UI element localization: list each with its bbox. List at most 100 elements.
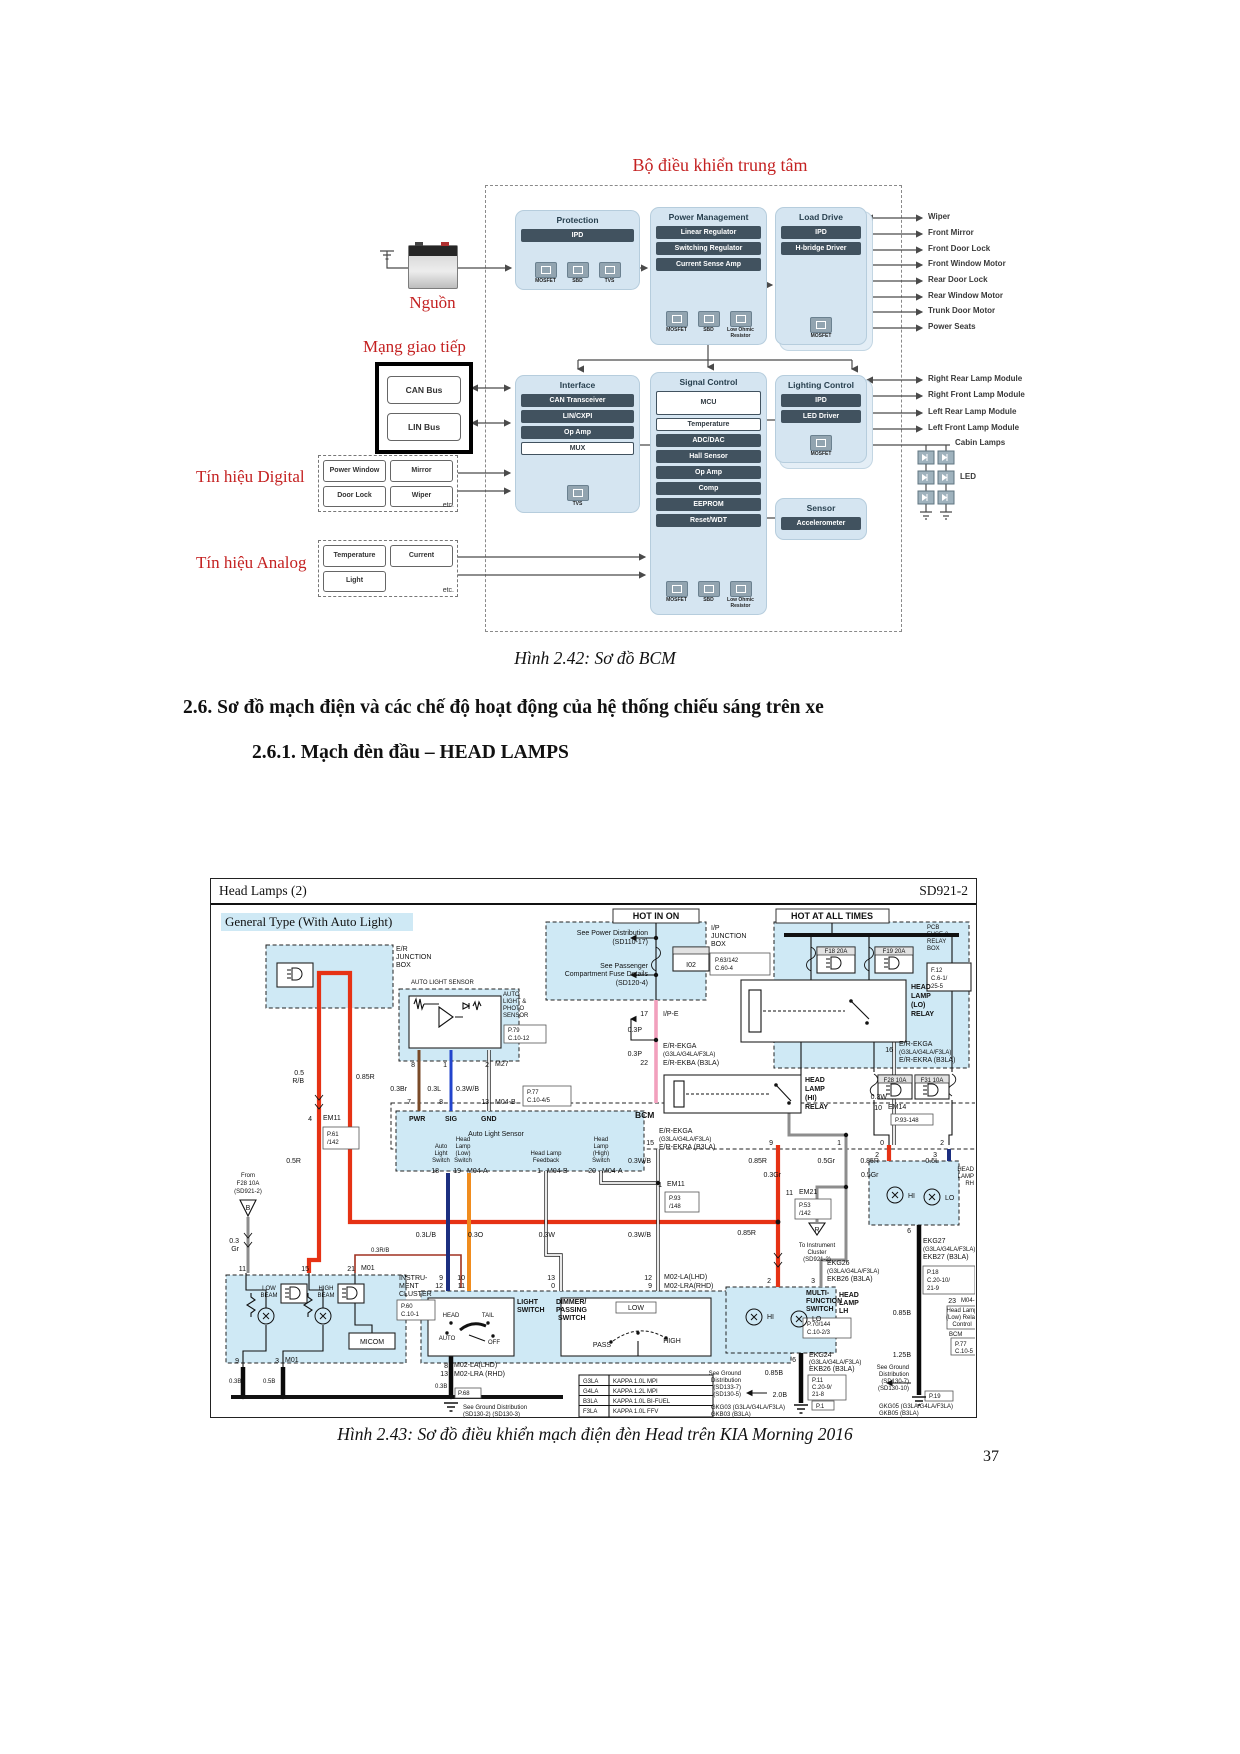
wiring-label: 21-8	[812, 1392, 825, 1398]
wiring-label: BOX	[711, 941, 726, 948]
wiring-label: C.6-1/	[931, 976, 948, 982]
wiring-label: TAIL	[482, 1313, 495, 1319]
wiring-label: Head	[456, 1137, 470, 1143]
output-label: Power Seats	[928, 322, 976, 331]
wiring-label: LOW	[628, 1305, 644, 1312]
wiring-label: See Ground Distribution	[463, 1405, 527, 1411]
wiring-label: 2	[940, 1140, 944, 1147]
wiring-label: C.20-10/	[927, 1278, 950, 1284]
battery-label: Nguồn	[409, 293, 456, 312]
wiring-label: 0.5L	[925, 1158, 939, 1165]
wiring-label: P.63/142	[715, 958, 739, 964]
wiring-label: 0.85B	[893, 1310, 912, 1317]
wiring-label: 1	[837, 1140, 841, 1147]
wiring-label: P.68	[458, 1391, 470, 1397]
wiring-label: P.61	[327, 1132, 339, 1138]
network-label: Mạng giao tiếp	[363, 337, 466, 356]
wiring-label: /142	[799, 1211, 811, 1217]
wiring-label: KAPPA 1.0L MPI	[613, 1379, 658, 1385]
wiring-label: 7	[407, 1099, 411, 1106]
wiring-label: See Passenger	[600, 963, 649, 970]
panel-protection: Protection IPD MOSFET SBD TVS	[515, 210, 640, 290]
wiring-label: (Low) Relay	[946, 1315, 975, 1321]
wiring-label: BEAM	[317, 1293, 334, 1299]
tvs-icon: TVS	[596, 261, 623, 285]
wiring-label: EKG27	[923, 1238, 946, 1245]
wiring-label: 22	[640, 1060, 648, 1067]
wiring-label: 2	[767, 1278, 771, 1285]
panel-sensor: Sensor Accelerometer	[775, 498, 867, 540]
wiring-label: LIGHT &	[503, 999, 526, 1005]
wiring-label: 0.85R	[748, 1158, 767, 1165]
wiring-label: (SD120-4)	[616, 980, 648, 987]
wiring-label: BOX	[927, 946, 940, 952]
wiring-label: JUNCTION	[711, 933, 746, 940]
wiring-label: F18 20A	[825, 949, 848, 955]
wiring-label: 1.25B	[893, 1352, 912, 1359]
digital-item: Mirror	[390, 460, 453, 482]
wiring-label: KAPPA 1.0L FFV	[613, 1409, 658, 1415]
wiring-label: PHOTO	[503, 1006, 525, 1012]
digital-item: Wiper	[390, 485, 453, 507]
wiring-label: EKB26 (B3LA)	[809, 1366, 855, 1373]
wiring-label: 0	[880, 1140, 884, 1147]
analog-item: Light	[323, 570, 386, 592]
wiring-label: LAMP	[911, 993, 931, 1000]
wiring-label: 6	[792, 1357, 796, 1364]
component-boxes	[276, 946, 975, 1417]
wiring-label: (G3LA/G4LA/F3LA)	[663, 1052, 715, 1058]
wiring-label: PASS	[593, 1342, 611, 1349]
wiring-label: E/R	[396, 946, 408, 953]
wiring-label: F28 10A	[237, 1181, 260, 1187]
wiring-label: FUSE &	[927, 932, 949, 938]
wiring-label: P.60	[401, 1304, 413, 1310]
wiring-label: 1	[443, 1062, 447, 1069]
wiring-label: I/P	[711, 925, 720, 932]
wiring-label: 0.3	[229, 1238, 239, 1245]
wiring-label: P.93	[669, 1196, 681, 1202]
wiring-label: 0.85R	[356, 1074, 375, 1081]
wiring-label: 4	[308, 1116, 312, 1123]
wiring-label: SIG	[445, 1116, 458, 1123]
wiring-label: SWITCH	[558, 1315, 586, 1322]
wiring-label: 10	[457, 1275, 465, 1282]
wiring-label: Distribution	[879, 1372, 909, 1378]
digital-etc: etc.	[442, 502, 454, 509]
wiring-label: 0.3Gr	[763, 1172, 781, 1179]
wiring-label: (SD133-7)	[713, 1385, 741, 1391]
wiring-label: BOX	[396, 962, 411, 969]
wiring-label: E/R-EKRA (B3LA)	[899, 1057, 955, 1064]
wiring-label: M02-LA(LHD)	[664, 1274, 707, 1281]
wiring-canvas: General Type (With Auto Light)HOT IN ONH…	[221, 908, 975, 1417]
analog-etc: etc.	[442, 587, 454, 594]
subsection-heading: 2.6.1. Mạch đèn đầu – HEAD LAMPS	[252, 742, 569, 763]
wiring-label: Auto Light Sensor	[468, 1131, 524, 1138]
wiring-label: GKB05 (B3LA)	[879, 1411, 919, 1417]
general-type-highlight	[221, 913, 413, 931]
output-label: Wiper	[928, 212, 951, 221]
figure-caption-242: Hình 2.42: Sơ đồ BCM	[514, 648, 676, 668]
wiring-label: DIMMER/	[556, 1299, 586, 1306]
wiring-label: 15	[301, 1266, 309, 1273]
wiring-label: Head Lamp	[946, 1308, 975, 1314]
wiring-label: M27	[495, 1061, 509, 1068]
wiring-label: GND	[481, 1116, 497, 1123]
wiring-label: 0	[551, 1283, 555, 1290]
section-heading: 2.6. Sơ đồ mạch điện và các chế độ hoạt …	[183, 697, 824, 718]
wiring-label: 0.3W/B	[628, 1158, 651, 1165]
analog-box: Temperature Current Light etc.	[318, 540, 458, 597]
wiring-label: P.77	[527, 1090, 539, 1096]
wiring-label: AUTO LIGHT SENSOR	[411, 980, 474, 986]
wiring-label: M02-LA(LHD)	[454, 1362, 497, 1369]
wiring-label: 21-9	[927, 1286, 940, 1292]
wiring-label: Light	[434, 1151, 447, 1157]
wiring-label: R/B	[292, 1078, 304, 1085]
wiring-label: E/R-EKGA	[659, 1128, 693, 1135]
bcm-diagram: Bộ điều khiển trung tâm	[180, 155, 1040, 647]
wiring-label: MICOM	[360, 1339, 384, 1346]
wiring-label: RELAY	[805, 1104, 828, 1111]
wiring-label: (G3LA/G4LA/F3LA)	[899, 1050, 951, 1056]
wiring-label: To Instrument	[799, 1243, 836, 1249]
